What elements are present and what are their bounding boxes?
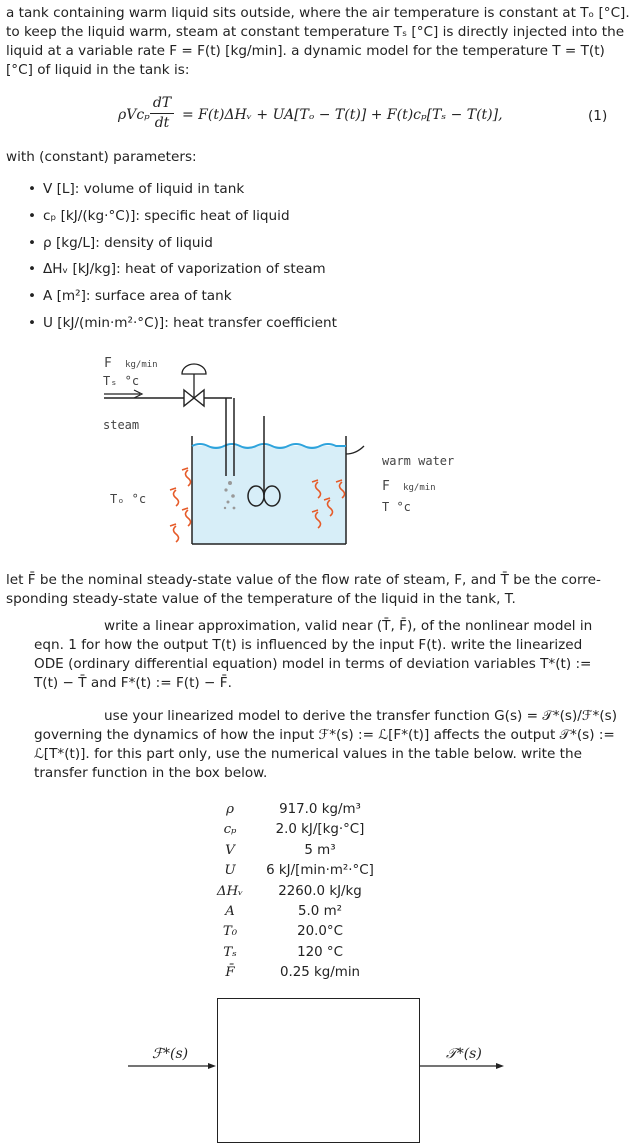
q2-line-4: transfer function in the box below. <box>34 765 268 781</box>
table-symbol: U <box>224 863 236 879</box>
transfer-function-answer-box[interactable] <box>217 998 420 1143</box>
diagram-steam-temp: Tₛ °c <box>103 374 140 388</box>
table-value: 2.0 kJ/[kg·°C] <box>275 822 365 838</box>
tank-diagram <box>104 363 365 545</box>
q1-line-4: T(t) − T̄ and F*(t) := F(t) − F̄. <box>34 675 232 691</box>
equation-number: (1) <box>588 108 608 124</box>
flow-symbol: F <box>104 356 112 371</box>
parameter-table: ρ 917.0 kg/m³ cₚ 2.0 kJ/[kg·°C] V 5 m³ U 6 k… <box>205 800 385 984</box>
fraction-numerator: dT <box>152 95 172 111</box>
intro-line-1: a tank containing warm liquid sits outsi… <box>6 5 630 21</box>
diagram-flow-label: F kg/min <box>104 356 158 371</box>
table-symbol: ρ <box>226 802 234 817</box>
block-input-label: ℱ*(s) <box>152 1046 189 1062</box>
param-item-volume: V [L]: volume of liquid in tank <box>28 180 337 207</box>
intro-line-4: [°C] of liquid in the tank is: <box>6 62 190 78</box>
param-item-specific-heat: cₚ [kJ/(kg·°C)]: specific heat of liquid <box>28 207 337 234</box>
diagram-out-temp: T °c <box>382 500 411 514</box>
table-row: ΔHᵥ 2260.0 kJ/kg <box>205 882 385 902</box>
heat-loss-arrows-right <box>311 479 346 529</box>
table-value: 20.0°C <box>297 924 343 940</box>
diagram-out-flow: F kg/min <box>382 479 436 494</box>
q2-line-2: governing the dynamics of how the input … <box>34 727 615 743</box>
heat-loss-arrows-left <box>169 467 192 543</box>
steam-bubbles <box>223 481 236 510</box>
agitator-blade-right <box>263 485 281 507</box>
out-flow-units: kg/min <box>403 483 436 493</box>
params-intro: with (constant) parameters: <box>6 149 197 165</box>
outlet-arrow <box>345 445 365 455</box>
param-item-heat-transfer: U [kJ/(min·m²·°C)]: heat transfer coeffi… <box>28 314 337 341</box>
table-row: F̄ 0.25 kg/min <box>205 963 385 983</box>
flow-units: kg/min <box>125 360 158 370</box>
table-row: cₚ 2.0 kJ/[kg·°C] <box>205 820 385 840</box>
table-symbol: A <box>225 904 235 920</box>
diagram-steam-label: steam <box>103 418 140 432</box>
block-output-label: 𝒯*(s) <box>446 1046 482 1062</box>
intro-line-3: liquid at a variable rate F = F(t) [kg/m… <box>6 43 605 59</box>
q2-line-1: use your linearized model to derive the … <box>104 708 618 724</box>
q1-line-3: ODE (ordinary differential equation) mod… <box>34 656 592 672</box>
table-row: U 6 kJ/[min·m²·°C] <box>205 861 385 881</box>
input-arrow-head <box>208 1063 216 1069</box>
table-value: 0.25 kg/min <box>279 965 361 981</box>
param-item-density: ρ [kg/L]: density of liquid <box>28 234 337 261</box>
table-symbol: cₚ <box>223 822 237 838</box>
table-value: 2260.0 kJ/kg <box>278 883 362 899</box>
table-value: 5.0 m² <box>298 904 342 920</box>
table-row: ρ 917.0 kg/m³ <box>205 800 385 820</box>
table-value: 6 kJ/[min·m²·°C] <box>266 863 374 879</box>
table-symbol: V <box>225 842 235 858</box>
table-symbol: T₀ <box>222 924 238 940</box>
table-symbol: F̄ <box>225 965 235 981</box>
equation-lhs-coef: ρVcₚ <box>118 107 150 123</box>
table-symbol: Tₛ <box>223 944 237 960</box>
steam-arrow-head <box>133 389 144 399</box>
table-symbol: ΔHᵥ <box>216 883 244 899</box>
out-flow-symbol: F <box>382 479 390 494</box>
param-list: V [L]: volume of liquid in tank cₚ [kJ/(… <box>28 180 337 341</box>
fraction-denominator: dt <box>154 115 170 131</box>
intro-line-2: to keep the liquid warm, steam at consta… <box>6 24 625 40</box>
q2-line-3: ℒ[T*(t)]. for this part only, use the nu… <box>34 746 582 762</box>
table-value: 5 m³ <box>304 842 336 858</box>
water-surface <box>191 443 346 449</box>
block-diagram <box>128 1063 504 1069</box>
tank-liquid <box>192 446 346 544</box>
table-row: T₀ 20.0°C <box>205 922 385 942</box>
valve-actuator <box>181 363 207 375</box>
q1-line-2: eqn. 1 for how the output T(t) is influe… <box>34 637 583 653</box>
steady-line-2: sponding steady-state value of the tempe… <box>6 591 516 607</box>
table-value: 917.0 kg/m³ <box>279 802 361 817</box>
diagram-ambient-temp: Tₒ °c <box>110 492 147 506</box>
param-item-heat-vaporization: ΔHᵥ [kJ/kg]: heat of vaporization of ste… <box>28 260 337 287</box>
fraction-bar <box>150 113 174 114</box>
table-row: A 5.0 m² <box>205 902 385 922</box>
equation-rhs: = F(t)ΔHᵥ + UA[Tₒ − T(t)] + F(t)cₚ[Tₛ − … <box>182 107 503 123</box>
equation-fraction: dT dt <box>148 94 176 132</box>
param-item-surface-area: A [m²]: surface area of tank <box>28 287 337 314</box>
diagram-warm-water: warm water <box>382 454 455 468</box>
table-value: 120 °C <box>297 944 343 960</box>
table-row: V 5 m³ <box>205 841 385 861</box>
table-row: Tₛ 120 °C <box>205 943 385 963</box>
output-arrow-head <box>496 1063 504 1069</box>
q1-line-1: write a linear approximation, valid near… <box>104 618 593 634</box>
steady-line-1: let F̄ be the nominal steady-state value… <box>6 572 601 588</box>
